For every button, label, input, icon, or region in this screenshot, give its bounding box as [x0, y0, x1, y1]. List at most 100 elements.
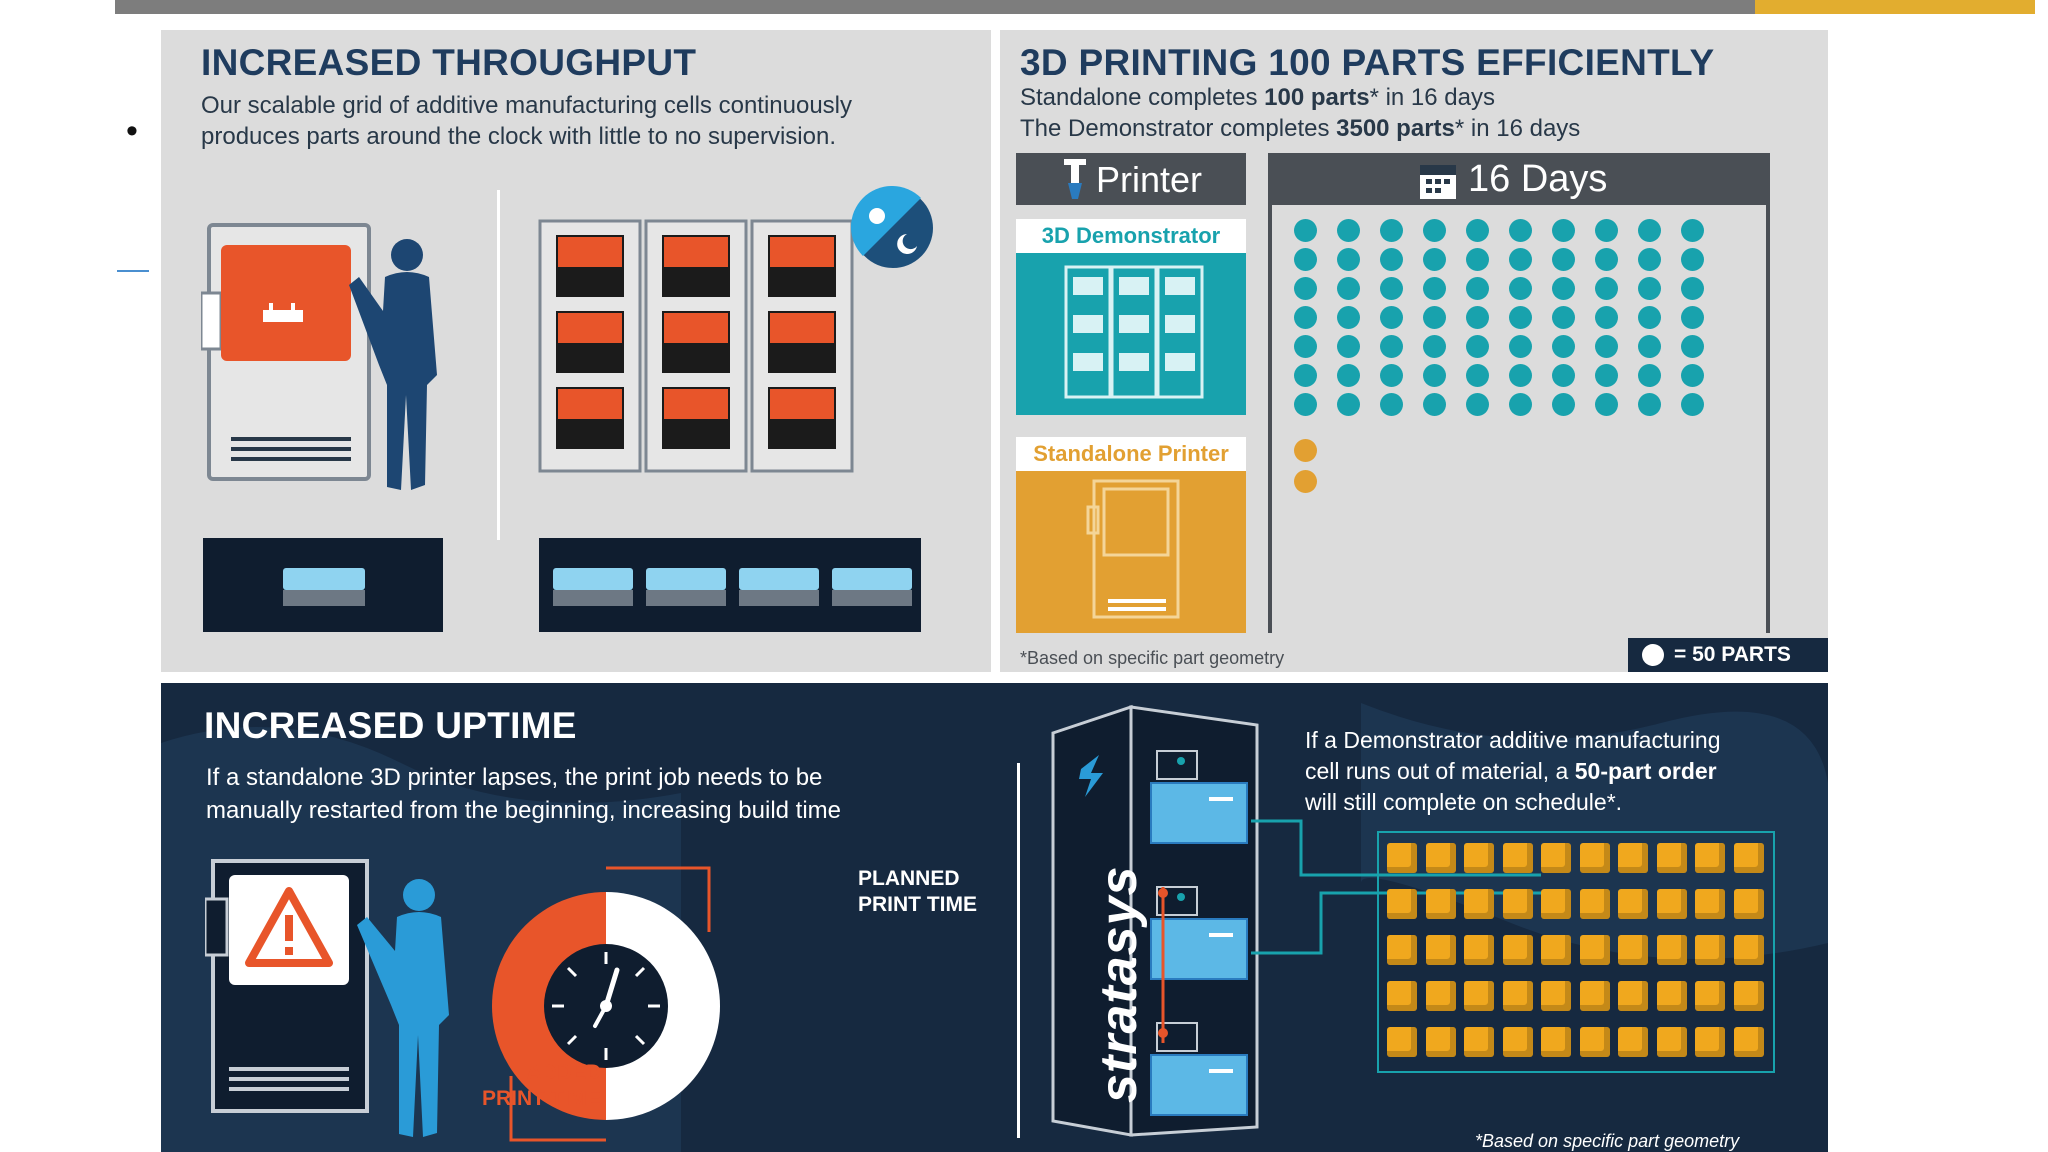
throughput-title: INCREASED THROUGHPUT — [201, 42, 697, 83]
person-icon — [349, 239, 437, 490]
throughput-body-line2: produces parts around the clock with lit… — [201, 123, 837, 150]
part-cube — [1541, 935, 1571, 965]
printer-header-label: Printer — [1096, 159, 1203, 200]
part-cube — [1656, 981, 1687, 1011]
demonstrator-dot — [1380, 306, 1403, 329]
panel-divider — [497, 190, 500, 540]
demonstrator-dot — [1294, 306, 1317, 329]
efficiency-body: Standalone completes 100 parts* in 16 da… — [1020, 82, 1580, 144]
standalone-dot — [1294, 439, 1317, 462]
demonstrator-dot — [1638, 335, 1661, 358]
demonstrator-note: If a Demonstrator additive manufacturing… — [1305, 725, 1720, 818]
demonstrator-dot — [1294, 335, 1317, 358]
demonstrator-dot — [1509, 219, 1532, 242]
part-cube — [1695, 1027, 1725, 1057]
chart-left-edge — [1268, 205, 1272, 633]
demonstrator-dot — [1638, 277, 1661, 300]
demonstrator-dot — [1595, 306, 1618, 329]
part-cube — [1579, 981, 1610, 1011]
warning-icon — [245, 887, 333, 967]
added-print-time-label: ADDED PRINT TIME — [471, 1060, 601, 1112]
part-cube — [1464, 1027, 1494, 1057]
bullet-point: • — [126, 112, 138, 150]
part-cube — [1464, 843, 1494, 873]
part-cube — [1387, 981, 1417, 1011]
uptime-footnote: *Based on specific part geometry — [1475, 1131, 1740, 1151]
demonstrator-dot — [1681, 306, 1704, 329]
demonstrator-dot — [1466, 393, 1489, 416]
uptime-body: If a standalone 3D printer lapses, the p… — [206, 761, 841, 827]
uptime-title: INCREASED UPTIME — [204, 705, 577, 746]
person-icon — [357, 879, 449, 1137]
planned-line1: PLANNED — [858, 867, 960, 890]
printer-grid-illustration — [538, 219, 854, 473]
part-cube — [1425, 1027, 1456, 1057]
demonstrator-dot — [1595, 277, 1618, 300]
demonstrator-dot — [1638, 393, 1661, 416]
part-cube — [1618, 889, 1648, 919]
demonstrator-dot — [1337, 277, 1360, 300]
part-cube — [1579, 935, 1610, 965]
demonstrator-tile — [1016, 253, 1246, 415]
failed-printer-illustration — [205, 859, 449, 1137]
demonstrator-dot — [1552, 393, 1575, 416]
demonstrator-dot — [1294, 219, 1317, 242]
calendar-icon — [1420, 165, 1456, 199]
part-cube — [1733, 981, 1764, 1011]
demonstrator-dot — [1380, 248, 1403, 271]
part-cube — [1618, 935, 1648, 965]
demonstrator-dot — [1466, 277, 1489, 300]
standalone-tile — [1016, 471, 1246, 633]
part-cube — [1695, 935, 1725, 965]
part-cube — [1387, 843, 1417, 873]
throughput-panel: INCREASED THROUGHPUT Our scalable grid o… — [161, 30, 991, 672]
part-cube — [1579, 1027, 1610, 1057]
demonstrator-dot — [1294, 277, 1317, 300]
standalone-printer-icon — [1086, 479, 1180, 619]
demonstrator-dot — [1638, 248, 1661, 271]
part-cube — [1656, 1027, 1687, 1057]
days-header-label: 16 Days — [1468, 158, 1608, 200]
demonstrator-note-line1: If a Demonstrator additive manufacturing — [1305, 727, 1721, 753]
part-cube — [1502, 1027, 1533, 1057]
part-cube — [1656, 935, 1687, 965]
demonstrator-note-line3: will still complete on schedule*. — [1305, 789, 1623, 815]
demonstrator-dot — [1380, 335, 1403, 358]
days-header: 16 Days — [1268, 153, 1770, 205]
demonstrator-dot — [1681, 248, 1704, 271]
demonstrator-dot — [1681, 393, 1704, 416]
uptime-panel: INCREASED UPTIME If a standalone 3D prin… — [161, 683, 1828, 1152]
demonstrator-dot — [1509, 393, 1532, 416]
demonstrator-dot — [1681, 335, 1704, 358]
bottom-divider — [1017, 763, 1020, 1138]
demonstrator-dot — [1552, 335, 1575, 358]
stratasys-brand-text: stratasys — [1090, 865, 1148, 1103]
demonstrator-dot — [1423, 364, 1446, 387]
standalone-dot-field — [1294, 439, 1334, 519]
efficiency-footnote: *Based on specific part geometry — [1020, 648, 1285, 668]
efficiency-line2: The Demonstrator completes 3500 parts* i… — [1020, 115, 1581, 142]
demonstrator-label: 3D Demonstrator — [1016, 219, 1246, 253]
demonstrator-dot — [1337, 364, 1360, 387]
part-cube — [1733, 889, 1764, 919]
chart-right-edge — [1766, 205, 1770, 633]
throughput-body: Our scalable grid of additive manufactur… — [201, 90, 852, 152]
demonstrator-dot — [1595, 219, 1618, 242]
part-cube — [1387, 1027, 1417, 1057]
part-cube — [1387, 889, 1417, 919]
demonstrator-note-line2: cell runs out of material, a 50-part ord… — [1305, 758, 1717, 784]
demonstrator-dot — [1423, 335, 1446, 358]
demonstrator-dot — [1380, 277, 1403, 300]
demonstrator-cabinet-icon — [1064, 265, 1204, 399]
demonstrator-dot — [1552, 219, 1575, 242]
demonstrator-dot — [1466, 248, 1489, 271]
part-cube — [1464, 981, 1494, 1011]
demonstrator-dot — [1681, 364, 1704, 387]
uptime-body-line1: If a standalone 3D printer lapses, the p… — [206, 764, 823, 791]
top-progress-accent — [1755, 0, 2035, 14]
part-cube — [1425, 889, 1456, 919]
demonstrator-dot — [1466, 306, 1489, 329]
demonstrator-dot — [1509, 277, 1532, 300]
demonstrator-dot — [1423, 393, 1446, 416]
day-night-icon — [851, 186, 933, 268]
